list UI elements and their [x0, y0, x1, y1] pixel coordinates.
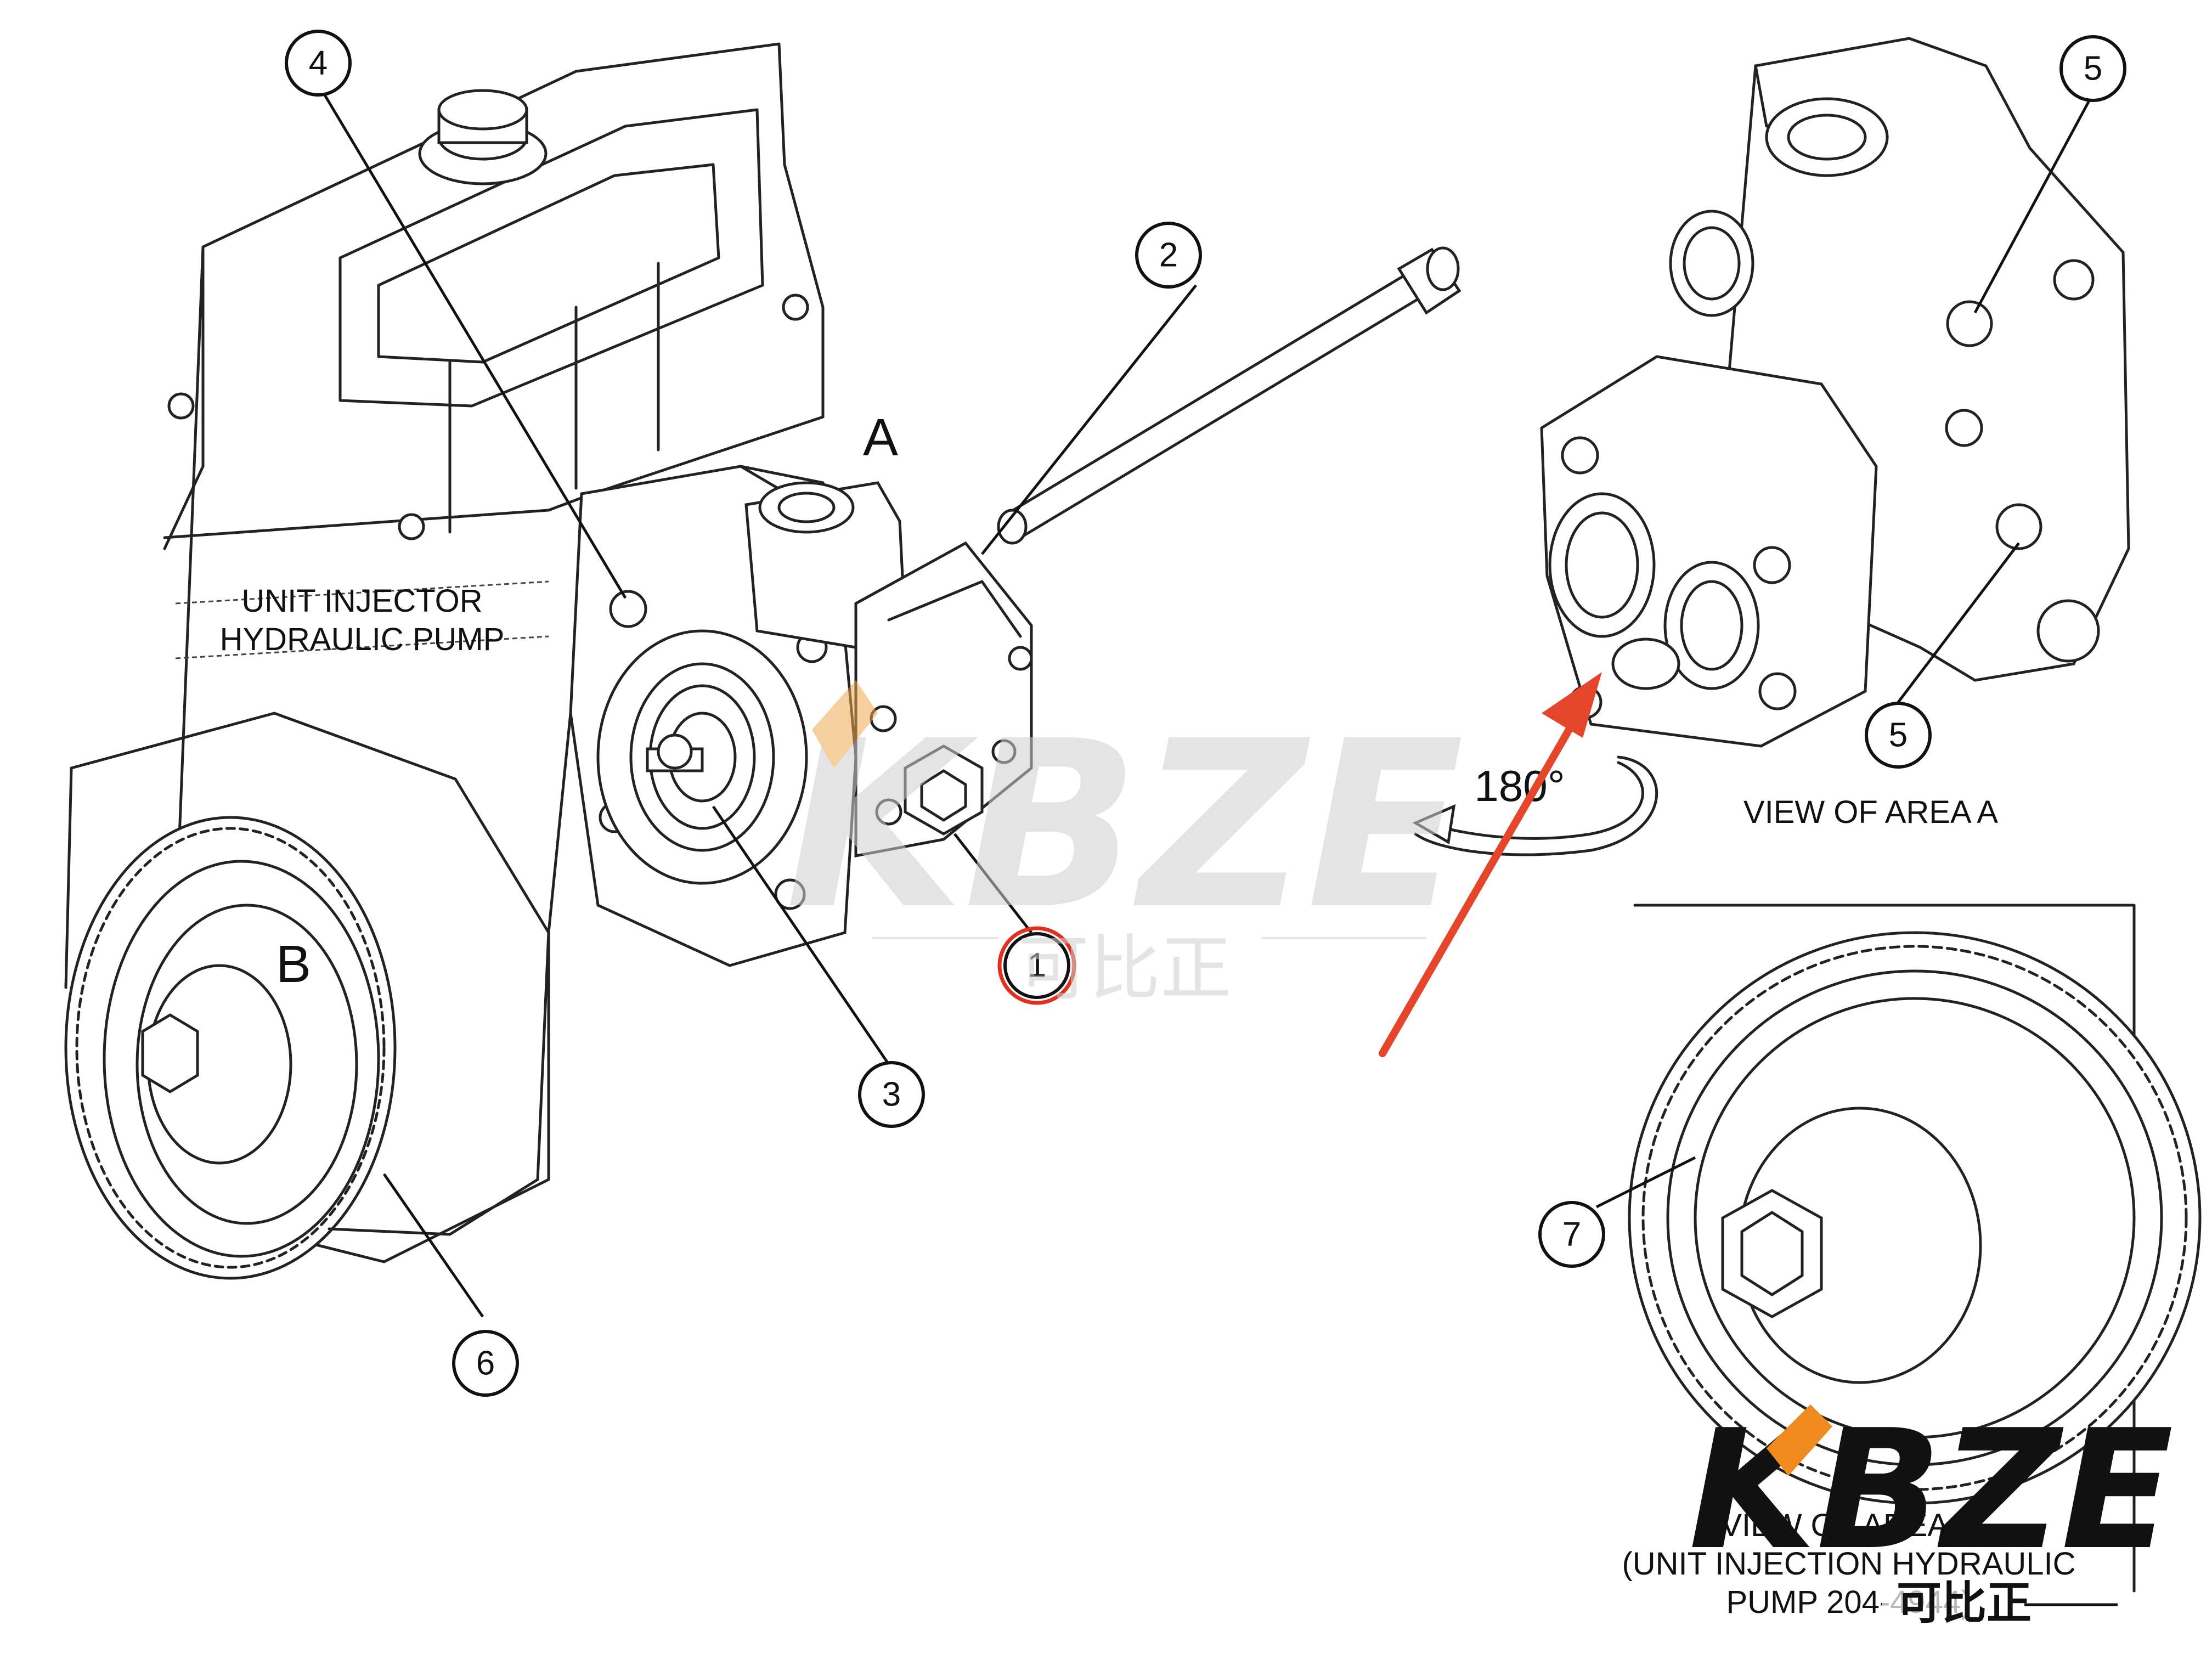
- svg-text:4: 4: [309, 44, 328, 82]
- kbze-logo: KBZE 可比正: [1689, 1395, 2174, 1629]
- callout-3: 3: [858, 1061, 925, 1128]
- pump-name-line-1: UNIT INJECTOR: [241, 583, 482, 619]
- area-a-marker: A: [863, 408, 898, 467]
- watermark-brand-cn: 可比正: [1018, 927, 1232, 1010]
- rotation-indicator: [1412, 755, 1658, 856]
- rotation-label: 180°: [1474, 761, 1565, 810]
- red-arrow-annotation: [1379, 672, 1602, 1057]
- callout-5-bottom: 5: [1865, 702, 1932, 769]
- callout-2: 2: [1135, 222, 1202, 289]
- svg-text:2: 2: [1159, 236, 1178, 274]
- view-area-a-drawing: [1540, 37, 2130, 748]
- view-b-label-line-2: (UNIT INJECTION HYDRAULIC: [1622, 1546, 2075, 1582]
- area-b-marker: B: [276, 935, 311, 994]
- svg-text:5: 5: [2084, 50, 2102, 88]
- pump-assembly-drawing: [64, 42, 1462, 1280]
- watermark-brand: KBZE: [785, 692, 1464, 960]
- svg-text:7: 7: [1562, 1216, 1581, 1254]
- callout-5-top: 5: [2059, 35, 2126, 102]
- view-b-label-line-1: VIEW OF AREA B: [1720, 1508, 1977, 1543]
- view-a-label: VIEW OF AREA A: [1743, 794, 1998, 830]
- logo-brand-cn: 可比正: [1897, 1577, 2032, 1629]
- callout-4: 4: [285, 30, 352, 97]
- callout-7: 7: [1538, 1201, 1605, 1268]
- view-area-b-drawing: [1628, 904, 2202, 1593]
- svg-text:6: 6: [476, 1345, 495, 1383]
- svg-text:3: 3: [882, 1076, 901, 1114]
- pump-name-line-2: HYDRAULIC PUMP: [220, 622, 505, 657]
- leader-lines: [322, 92, 2092, 1318]
- svg-text:1: 1: [1028, 947, 1046, 985]
- logo-brand: KBZE: [1689, 1395, 2174, 1586]
- callout-1: 1: [997, 926, 1076, 1005]
- svg-text:5: 5: [1889, 716, 1908, 754]
- center-watermark: KBZE 可比正: [785, 680, 1464, 1010]
- callout-6: 6: [452, 1330, 519, 1397]
